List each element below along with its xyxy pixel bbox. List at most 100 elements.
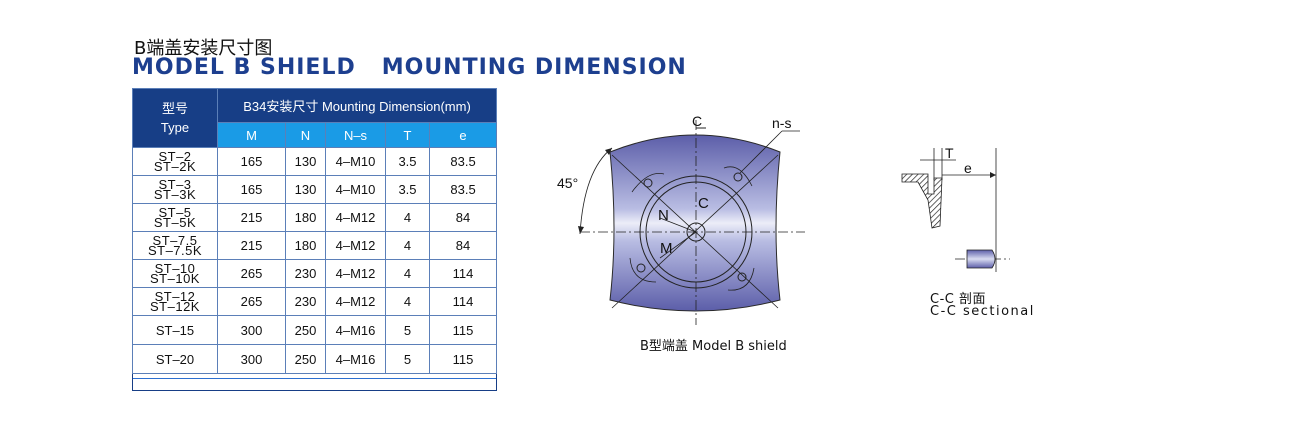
cell-m: 300 xyxy=(217,344,286,374)
cell-e: 84 xyxy=(428,231,498,260)
column-header-e: e xyxy=(428,122,498,148)
cell-m: 165 xyxy=(217,175,286,204)
table-row: ST–15 300 250 4–M16 5 115 xyxy=(132,315,498,345)
angle-arrow xyxy=(578,226,584,234)
c-top-label: C xyxy=(692,113,702,129)
cell-n-s: 4–M12 xyxy=(325,287,386,316)
cell-n: 180 xyxy=(285,203,326,232)
cell-m: 265 xyxy=(217,259,286,288)
type-name: ST–5 xyxy=(158,204,192,220)
type-header-en: Type xyxy=(160,120,190,135)
cell-n-s: 4–M12 xyxy=(325,231,386,260)
shield-caption: B型端盖 Model B shield xyxy=(640,339,787,354)
title-chinese: B端盖安装尺寸图 xyxy=(134,38,273,59)
type-name: ST–2K xyxy=(153,158,197,174)
angle-arc xyxy=(579,147,613,235)
center-hole xyxy=(686,222,706,242)
cell-m: 215 xyxy=(217,203,286,232)
type-name: ST–5K xyxy=(153,214,197,230)
cell-t: 3.5 xyxy=(385,147,430,176)
dimension-table: 型号 Type B34安装尺寸 Mounting Dimension(mm) M… xyxy=(131,88,498,391)
type-header-cn: 型号 xyxy=(161,101,188,116)
t-label: T xyxy=(945,145,954,161)
cell-t: 4 xyxy=(385,231,430,260)
cell-m: 215 xyxy=(217,231,286,260)
type-header: 型号 Type xyxy=(132,88,218,148)
angle-arrow xyxy=(605,148,612,155)
cell-e: 115 xyxy=(428,315,498,345)
type-cell: ST–20 xyxy=(132,344,218,374)
bolt-arc xyxy=(727,267,755,291)
footer-divider xyxy=(133,378,497,379)
table-footer-bar xyxy=(131,373,498,391)
type-name: ST–7.5 xyxy=(152,232,198,248)
bolt-hole xyxy=(737,272,747,282)
n-s-label: n-s xyxy=(772,115,791,131)
title-english: MODEL B SHIELD MOUNTING DIMENSION xyxy=(132,55,687,80)
bolt-arc xyxy=(629,257,657,283)
e-arrow xyxy=(990,172,996,178)
column-header-m: M xyxy=(217,122,286,148)
n-s-leader xyxy=(739,130,783,174)
n-label: N xyxy=(658,207,669,224)
type-name: ST–10K xyxy=(150,270,200,286)
c-center-label: C xyxy=(698,195,709,212)
cell-t: 3.5 xyxy=(385,175,430,204)
cell-n: 230 xyxy=(285,259,326,288)
section-drawing: T e xyxy=(901,145,1010,272)
e-label: e xyxy=(964,160,972,176)
cell-e: 115 xyxy=(428,344,498,374)
type-name: ST–12 xyxy=(154,288,196,304)
column-header-t: T xyxy=(385,122,430,148)
column-header-n-s: N–s xyxy=(325,122,386,148)
outer-ring xyxy=(639,175,753,289)
bolt-arc xyxy=(631,173,665,193)
m-label: M xyxy=(660,240,673,257)
n-dimension-line xyxy=(659,217,697,233)
bolt-hole xyxy=(733,172,743,182)
cell-t: 5 xyxy=(385,315,430,345)
section-profile xyxy=(901,173,943,229)
type-name: ST–3K xyxy=(153,186,197,202)
cell-e: 83.5 xyxy=(428,147,498,176)
type-name: ST–2 xyxy=(158,148,192,164)
cell-t: 4 xyxy=(385,259,430,288)
cell-m: 165 xyxy=(217,147,286,176)
cell-n-s: 4–M12 xyxy=(325,203,386,232)
bolt-hole xyxy=(636,263,646,273)
bolt-arc xyxy=(723,166,753,187)
cell-n-s: 4–M16 xyxy=(325,315,386,345)
type-cell: ST–15 xyxy=(132,315,218,345)
shield-drawing: 45° C n-s N C M xyxy=(557,113,805,325)
cell-t: 5 xyxy=(385,344,430,374)
m-dimension-line xyxy=(659,231,697,259)
cell-m: 300 xyxy=(217,315,286,345)
cell-m: 265 xyxy=(217,287,286,316)
cell-n-s: 4–M16 xyxy=(325,344,386,374)
section-caption-cn: C-C 剖面 xyxy=(930,292,986,307)
type-name: ST–12K xyxy=(150,298,200,314)
type-name: ST–7.5K xyxy=(147,242,203,258)
cell-n-s: 4–M10 xyxy=(325,147,386,176)
table-footer xyxy=(131,373,498,391)
cell-n: 250 xyxy=(285,315,326,345)
type-name: ST–10 xyxy=(154,260,196,276)
cell-n: 250 xyxy=(285,344,326,374)
cell-n: 130 xyxy=(285,175,326,204)
column-header-n: N xyxy=(285,122,326,148)
cell-n-s: 4–M12 xyxy=(325,259,386,288)
bolt-hole xyxy=(643,178,653,188)
cell-n: 130 xyxy=(285,147,326,176)
type-name: ST–3 xyxy=(158,176,192,192)
